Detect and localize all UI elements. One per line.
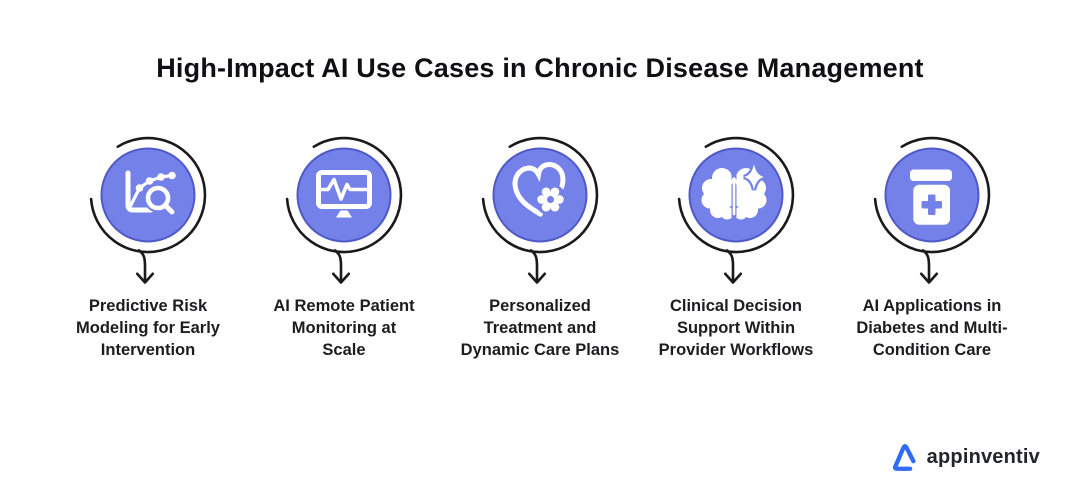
medicine-jar-icon xyxy=(873,136,991,284)
monitor-ecg-icon xyxy=(285,136,403,284)
brain-sparkle-icon xyxy=(677,136,795,284)
trend-chart-magnifier-icon xyxy=(89,136,207,284)
page-title: High-Impact AI Use Cases in Chronic Dise… xyxy=(156,53,924,83)
use-case-item-remote-monitoring: AI Remote Patient Monitoring at Scale xyxy=(246,127,442,361)
use-case-item-predictive-risk: Predictive Risk Modeling for Early Inter… xyxy=(50,127,246,361)
heart-gear-icon xyxy=(481,136,599,284)
use-case-label: Predictive Risk Modeling for Early Inter… xyxy=(76,297,220,359)
use-case-item-personalized-treatment: Personalized Treatment and Dynamic Care … xyxy=(442,127,638,361)
use-case-label: AI Remote Patient Monitoring at Scale xyxy=(273,297,415,359)
use-case-label: Personalized Treatment and Dynamic Care … xyxy=(460,297,620,359)
appinventiv-logo: appinventiv xyxy=(890,442,1040,472)
use-case-label: Clinical Decision Support Within Provide… xyxy=(658,297,814,359)
use-case-item-clinical-decision: Clinical Decision Support Within Provide… xyxy=(638,127,834,361)
appinventiv-logo-mark-icon xyxy=(892,444,916,471)
use-case-item-diabetes-care: AI Applications in Diabetes and Multi- C… xyxy=(834,127,1030,361)
use-case-row: Predictive Risk Modeling for Early Inter… xyxy=(50,127,1030,361)
appinventiv-logo-text: appinventiv xyxy=(926,445,1040,468)
use-case-label: AI Applications in Diabetes and Multi- C… xyxy=(856,297,1008,359)
